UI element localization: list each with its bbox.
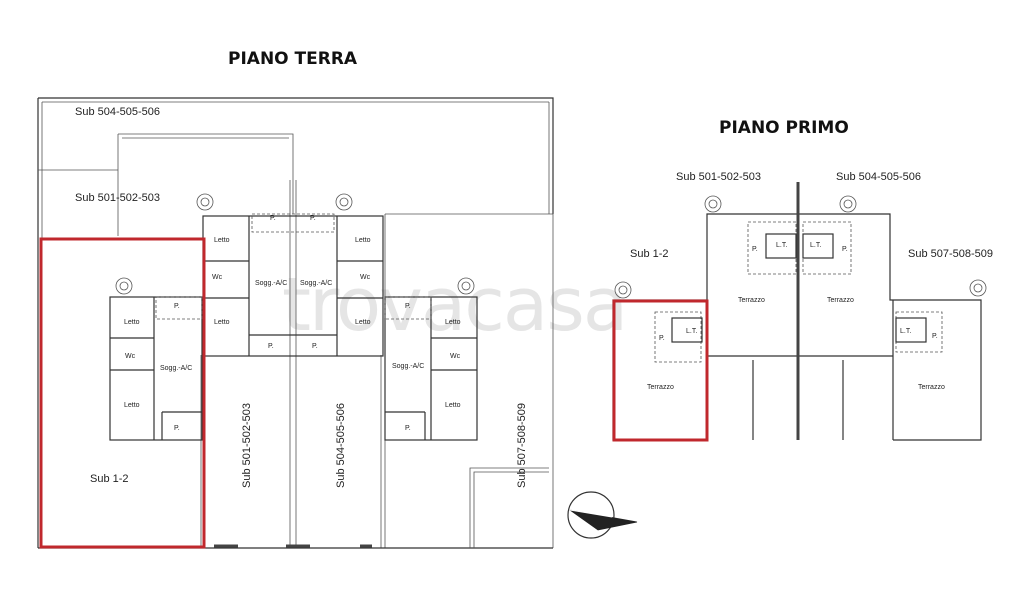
room-bedroom: Letto: [355, 237, 371, 244]
first-floor-rooms: Terrazzo Terrazzo Terrazzo Terrazzo L.T.…: [647, 242, 945, 391]
room-porch: P.: [659, 335, 665, 342]
room-porch: P.: [268, 343, 274, 350]
room-porch: P.: [405, 425, 411, 432]
room-porch: P.: [174, 303, 180, 310]
room-living: Sogg.-A/C: [300, 280, 332, 287]
sub-label-highlighted: Sub 1-2: [630, 248, 669, 260]
highlighted-unit-first: [612, 299, 709, 442]
room-terrace: Terrazzo: [918, 384, 945, 391]
sub-label: Sub 504-505-506: [75, 106, 160, 118]
sub-label: Sub 507-508-509: [908, 248, 993, 260]
sub-label: Sub 501-502-503: [75, 192, 160, 204]
first-floor-plan: [612, 182, 987, 441]
room-living: Sogg.-A/C: [160, 365, 192, 372]
room-porch: P.: [310, 215, 316, 222]
room-laundry: L.T.: [776, 242, 787, 249]
room-porch: P.: [842, 246, 848, 253]
sub-label-vertical: Sub 507-508-509: [516, 403, 528, 488]
room-porch: P.: [174, 425, 180, 432]
room-living: Sogg.-A/C: [392, 363, 424, 370]
room-bedroom: Letto: [445, 319, 461, 326]
room-porch: P.: [932, 333, 938, 340]
room-bedroom: Letto: [124, 402, 140, 409]
room-bedroom: Letto: [214, 237, 230, 244]
north-arrow-icon: [567, 491, 638, 539]
room-porch: P.: [405, 303, 411, 310]
ground-floor-title: PIANO TERRA: [228, 49, 358, 69]
room-porch: P.: [312, 343, 318, 350]
sub-label-vertical: Sub 504-505-506: [335, 403, 347, 488]
sub-label: Sub 501-502-503: [676, 171, 761, 183]
room-terrace: Terrazzo: [647, 384, 674, 391]
room-living: Sogg.-A/C: [255, 280, 287, 287]
ground-floor-rooms: Letto Wc Letto Sogg.-A/C Sogg.-A/C Letto…: [124, 215, 461, 432]
room-terrace: Terrazzo: [738, 297, 765, 304]
sub-label-vertical: Sub 501-502-503: [241, 403, 253, 488]
room-terrace: Terrazzo: [827, 297, 854, 304]
first-floor-title: PIANO PRIMO: [719, 118, 849, 138]
room-wc: Wc: [450, 353, 461, 360]
sub-label-highlighted: Sub 1-2: [90, 473, 129, 485]
ground-floor-plan: [37, 97, 554, 549]
room-laundry: L.T.: [810, 242, 821, 249]
room-bedroom: Letto: [124, 319, 140, 326]
room-bedroom: Letto: [214, 319, 230, 326]
room-bedroom: Letto: [355, 319, 371, 326]
watermark: trovacasa: [282, 262, 626, 348]
sub-label: Sub 504-505-506: [836, 171, 921, 183]
highlighted-unit-ground: [39, 237, 206, 549]
room-porch: P.: [752, 246, 758, 253]
room-wc: Wc: [212, 274, 223, 281]
room-porch: P.: [270, 215, 276, 222]
room-bedroom: Letto: [445, 402, 461, 409]
room-laundry: L.T.: [900, 328, 911, 335]
room-laundry: L.T.: [686, 328, 697, 335]
room-wc: Wc: [360, 274, 371, 281]
room-wc: Wc: [125, 353, 136, 360]
